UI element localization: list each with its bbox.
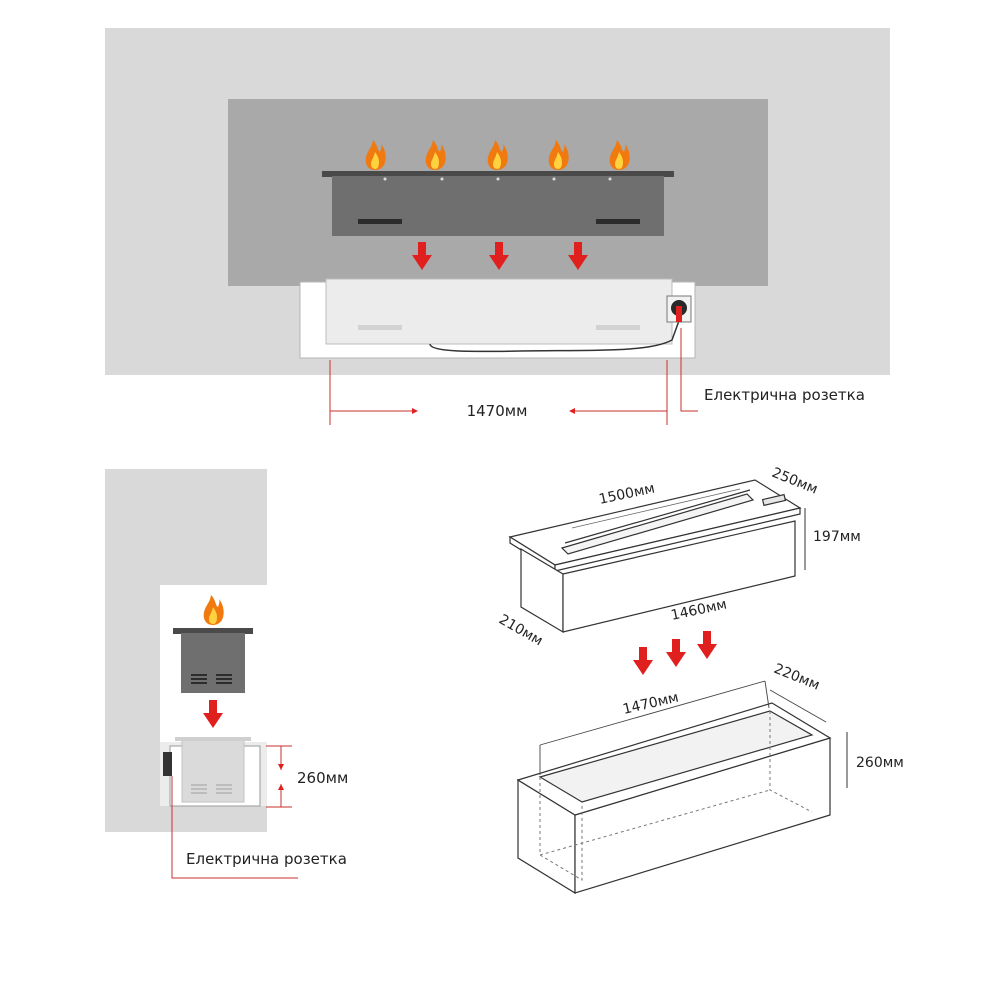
side-niche-burner-ghost [181,739,245,803]
front-width-dimension [329,360,668,425]
front-view: 1470мм Електрична розетка [105,28,890,425]
burner-width-top-label: 250мм [770,465,820,498]
front-burner-nozzles [383,177,612,181]
niche-isometric [516,680,848,895]
niche-height-label: 260мм [856,755,904,771]
niche-iso-hidden-back [769,711,813,813]
arrow-down-icon [697,631,717,659]
front-burner-vent-left [358,219,402,224]
niche-iso-length-dim [539,680,766,746]
front-width-arrow-right [412,408,418,414]
power-socket-icon [666,295,692,323]
niche-iso-length-tick-r [764,680,770,709]
front-burner-top-plate [322,171,674,177]
side-depth-label: 260мм [297,769,348,787]
side-outlet-leader [171,776,298,879]
arrow-down-icon [203,700,223,728]
front-burner-vent-right [596,219,640,224]
front-width-arrow-left [569,408,575,414]
side-wall [105,469,267,832]
side-niche-vents [191,784,232,794]
burner-length-top-label: 1500мм [598,480,657,507]
flame-icon [203,595,224,625]
side-depth-arrow-down [278,764,284,770]
burner-iso-slot-edge [564,489,751,544]
niche-width-label: 220мм [772,661,822,694]
niche-iso-width-dim [769,689,827,723]
side-burner-body [181,633,245,693]
side-burner-top-plate [173,628,253,634]
burner-iso-top-dim [571,488,741,529]
side-niche-burner-plate [175,737,251,741]
front-width-label: 1470мм [467,402,528,420]
niche-iso-hidden-edges [539,777,583,881]
burner-iso-control-panel [761,493,787,507]
front-power-cable [429,317,681,353]
front-niche-burner-ghost [325,278,673,345]
burner-iso-front [562,520,796,633]
burner-iso-slot [560,493,755,555]
side-burner-vents [191,674,232,684]
side-view: 260мм Електрична розетка [105,469,348,879]
front-outlet-leader [680,328,698,412]
front-niche-vent-left [358,325,402,330]
burner-height-label: 197мм [813,529,861,545]
niche-iso-opening [538,710,814,803]
front-niche-vent-right [596,325,640,330]
side-outlet-label: Електрична розетка [186,850,347,868]
side-depth-dimension [266,745,292,808]
niche-iso-hidden-floor [539,789,771,856]
arrow-down-icon [633,647,653,675]
front-outlet-label: Електрична розетка [704,386,865,404]
burner-isometric [508,479,802,634]
power-socket-icon [163,752,172,776]
front-burner-body [332,176,664,236]
side-depth-arrow-up [278,784,284,790]
arrow-down-icon [666,639,686,667]
